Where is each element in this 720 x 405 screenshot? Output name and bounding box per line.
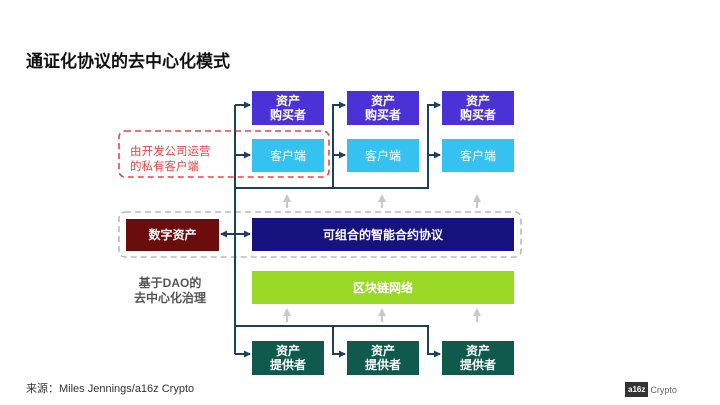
asset-buyer-box-1: 资产 购买者 xyxy=(252,91,324,125)
private-client-region xyxy=(118,130,330,178)
composable-protocol-box: 可组合的智能合约协议 xyxy=(252,218,514,251)
asset-supplier-box-1: 资产 提供者 xyxy=(252,341,324,375)
asset-supplier-box-2: 资产 提供者 xyxy=(347,341,419,375)
logo-text: Crypto xyxy=(650,384,677,395)
asset-buyer-box-3: 资产 购买者 xyxy=(442,91,514,125)
a16z-crypto-logo: a16z Crypto xyxy=(625,382,677,397)
source-caption: 来源：Miles Jennings/a16z Crypto xyxy=(26,383,195,395)
page-title: 通证化协议的去中心化模式 xyxy=(26,52,230,71)
asset-buyer-box-2: 资产 购买者 xyxy=(347,91,419,125)
dao-governance-note: 基于DAO的 去中心化治理 xyxy=(133,276,206,305)
logo-mark: a16z xyxy=(625,382,649,397)
client-box-2: 客户端 xyxy=(347,139,419,172)
client-box-3: 客户端 xyxy=(442,139,514,172)
blockchain-network-box: 区块链网络 xyxy=(252,271,514,304)
protocol-region xyxy=(118,211,522,258)
private-client-note: 由开发公司运营 的私有客户端 xyxy=(130,146,211,173)
client-box-1: 客户端 xyxy=(252,139,324,172)
asset-supplier-box-3: 资产 提供者 xyxy=(442,341,514,375)
digital-asset-box: 数字资产 xyxy=(126,219,219,251)
